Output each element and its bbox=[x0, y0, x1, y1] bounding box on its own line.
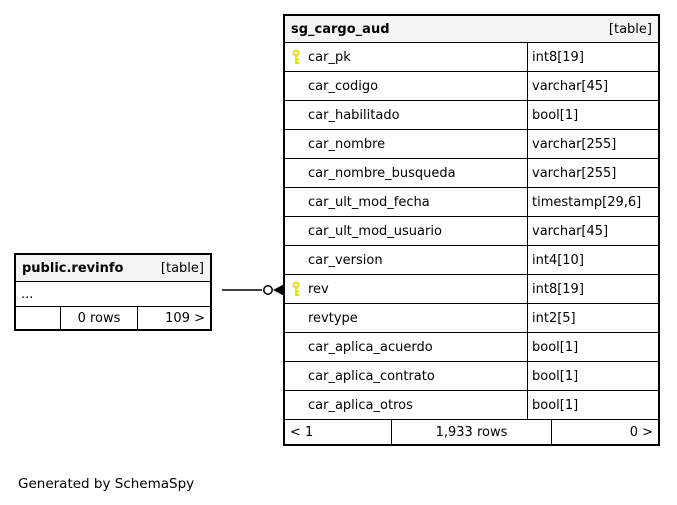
column-row-car_nombre_busqueda: car_nombre_busqueda varchar[255] bbox=[285, 159, 658, 188]
collapsed-columns-row: ... bbox=[16, 282, 210, 307]
arrowhead bbox=[273, 284, 283, 296]
footer-left-cell bbox=[16, 307, 60, 329]
column-name: revtype bbox=[308, 310, 358, 326]
column-type: bool[1] bbox=[527, 391, 658, 419]
column-row-car_habilitado: car_habilitado bool[1] bbox=[285, 101, 658, 130]
column-type: bool[1] bbox=[527, 333, 658, 361]
column-type: bool[1] bbox=[527, 362, 658, 390]
column-row-car_version: car_version int4[10] bbox=[285, 246, 658, 275]
column-type: timestamp[29,6] bbox=[527, 188, 658, 216]
column-name: car_ult_mod_fecha bbox=[308, 194, 430, 210]
column-type: int2[5] bbox=[527, 304, 658, 332]
column-name: car_nombre bbox=[308, 136, 386, 152]
column-name: car_aplica_contrato bbox=[308, 368, 435, 384]
table-footer: 0 rows 109 > bbox=[16, 307, 210, 329]
generated-by-text: Generated by SchemaSpy bbox=[18, 476, 195, 492]
column-name: car_aplica_acuerdo bbox=[308, 339, 433, 355]
column-type: bool[1] bbox=[527, 101, 658, 129]
column-type: int8[19] bbox=[527, 275, 658, 303]
table-type-tag: [table] bbox=[608, 21, 652, 37]
column-name: car_habilitado bbox=[308, 107, 400, 123]
table-header: sg_cargo_aud [table] bbox=[285, 16, 658, 43]
column-row-car_aplica_otros: car_aplica_otros bool[1] bbox=[285, 391, 658, 419]
table-title[interactable]: sg_cargo_aud bbox=[291, 21, 390, 37]
column-row-car_ult_mod_usuario: car_ult_mod_usuario varchar[45] bbox=[285, 217, 658, 246]
row-count-label: 0 rows bbox=[60, 307, 138, 329]
column-name: car_version bbox=[308, 252, 383, 268]
column-name: rev bbox=[308, 281, 329, 297]
column-row-rev: rev int8[19] bbox=[285, 275, 658, 304]
column-row-car_pk: car_pk int8[19] bbox=[285, 43, 658, 72]
row-count-label: 1,933 rows bbox=[391, 420, 552, 444]
pagination-prev-label: < 1 bbox=[290, 424, 314, 440]
column-type: varchar[255] bbox=[527, 130, 658, 158]
column-row-revtype: revtype int2[5] bbox=[285, 304, 658, 333]
column-row-car_aplica_acuerdo: car_aplica_acuerdo bool[1] bbox=[285, 333, 658, 362]
table-header: public.revinfo [table] bbox=[16, 255, 210, 282]
column-type: int8[19] bbox=[527, 43, 658, 71]
zero-cardinality-circle bbox=[263, 285, 273, 295]
column-name: car_codigo bbox=[308, 78, 379, 94]
column-name: car_pk bbox=[308, 49, 351, 65]
column-name: car_nombre_busqueda bbox=[308, 165, 456, 181]
table-node-sg-cargo-aud[interactable]: sg_cargo_aud [table] car_pk int8[19] car… bbox=[283, 14, 660, 446]
column-row-car_aplica_contrato: car_aplica_contrato bool[1] bbox=[285, 362, 658, 391]
column-type: varchar[45] bbox=[527, 72, 658, 100]
pagination-next-label: 0 > bbox=[629, 424, 653, 440]
column-row-car_codigo: car_codigo varchar[45] bbox=[285, 72, 658, 101]
related-count-label: 109 > bbox=[165, 310, 205, 326]
column-type: varchar[255] bbox=[527, 159, 658, 187]
table-node-public-revinfo[interactable]: public.revinfo [table] ... 0 rows 109 > bbox=[14, 253, 212, 331]
column-type: varchar[45] bbox=[527, 217, 658, 245]
primary-key-icon bbox=[292, 49, 300, 64]
primary-key-icon bbox=[292, 281, 300, 296]
column-row-car_nombre: car_nombre varchar[255] bbox=[285, 130, 658, 159]
ellipsis-label: ... bbox=[21, 286, 34, 302]
column-row-car_ult_mod_fecha: car_ult_mod_fecha timestamp[29,6] bbox=[285, 188, 658, 217]
table-title[interactable]: public.revinfo bbox=[22, 260, 124, 276]
table-footer: < 1 1,933 rows 0 > bbox=[285, 419, 658, 444]
column-type: int4[10] bbox=[527, 246, 658, 274]
column-name: car_ult_mod_usuario bbox=[308, 223, 442, 239]
column-name: car_aplica_otros bbox=[308, 397, 413, 413]
relationship-connector bbox=[222, 284, 283, 296]
table-type-tag: [table] bbox=[160, 260, 204, 276]
